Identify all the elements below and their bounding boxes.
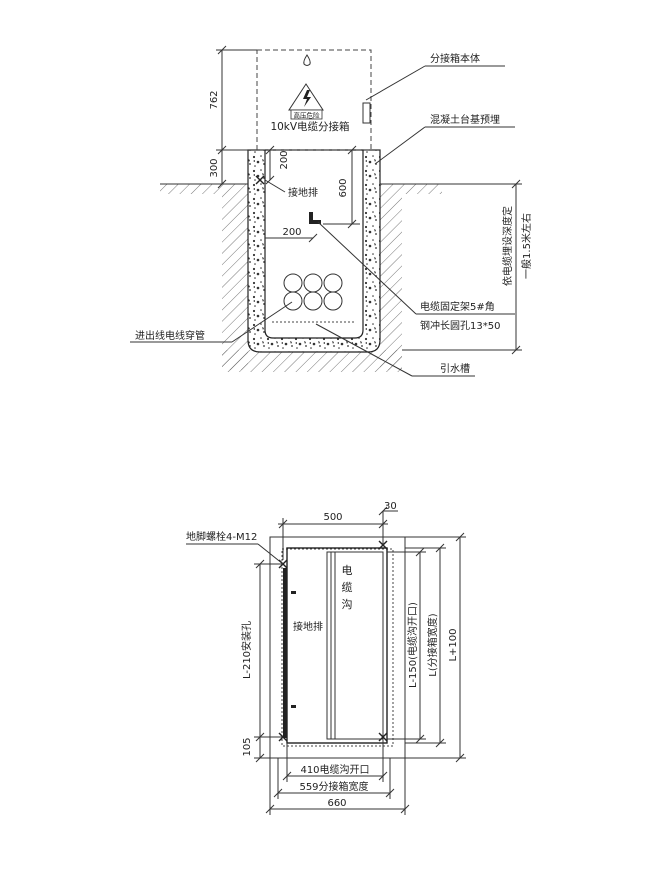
trench-char-3: 沟 [342, 598, 353, 611]
leader-drain [315, 323, 475, 377]
dim-660: 660 [265, 758, 410, 815]
plan-ground-bar [283, 568, 287, 738]
dim-200-vertical-label: 200 [279, 150, 290, 169]
dim-l-plus-100-label: L+100 [448, 628, 459, 661]
dim-410-label: 410电缆沟开口 [300, 763, 369, 776]
dim-box-depth: L(分接箱宽度) [405, 543, 446, 748]
dim-trench-opening-vertical: L-150(电缆沟开口) [387, 547, 426, 744]
dim-l-plus-100: L+100 [405, 532, 466, 763]
dim-30-label: 30 [384, 501, 397, 512]
box-body-label: 分接箱本体 [430, 52, 480, 65]
dim-500: 500 [278, 512, 388, 560]
dim-410: 410电缆沟开口 [282, 739, 388, 782]
depth-dimension [402, 179, 522, 355]
depth-note-line-1: 依电缆埋设深度定 [501, 206, 514, 286]
section-view: 高压危险 10kV电缆分接箱 接地排 [130, 45, 533, 377]
dim-500-label: 500 [323, 512, 342, 523]
trench-char-2: 缆 [342, 581, 353, 594]
dim-install-holes: L-210安装孔 [240, 559, 283, 742]
plan-ground-bar-label: 接地排 [293, 620, 323, 633]
angle-bracket-icon [309, 212, 321, 224]
dim-200-horizontal-label: 200 [282, 227, 301, 238]
fixing-bracket-label: 电缆固定架5#角 [420, 300, 495, 313]
dim-30: 30 [378, 501, 398, 518]
depth-note-line-2: 一般1.5米左右 [520, 213, 533, 279]
leader-concrete-base [374, 126, 515, 165]
dim-trench-opening-vertical-label: L-150(电缆沟开口) [406, 602, 419, 688]
soil-hatching [160, 183, 442, 372]
conduit-group [283, 273, 343, 311]
dim-660-label: 660 [327, 798, 346, 809]
plan-view: 电 缆 沟 接地排 地脚螺栓4-M12 500 30 [186, 501, 466, 815]
punch-hole-label: 钢冲长圆孔13*50 [420, 319, 500, 332]
anchor-bolt-label: 地脚螺栓4-M12 [186, 530, 257, 543]
leader-box-body [365, 65, 505, 101]
dim-600: 600 [323, 145, 360, 229]
ground-bar-label: 接地排 [288, 186, 318, 199]
dim-200-vertical: 200 [265, 145, 290, 185]
leader-fixing-bracket [317, 221, 515, 315]
indicator-mark-icon [303, 54, 311, 66]
drain-label: 引水槽 [440, 362, 470, 375]
dim-105: 105 [242, 736, 283, 763]
dim-300: 300 [209, 149, 248, 189]
dim-install-holes-label: L-210安装孔 [240, 621, 253, 679]
dim-600-label: 600 [338, 178, 349, 197]
box-title: 10kV电缆分接箱 [270, 120, 349, 133]
leader-conduit [130, 301, 293, 343]
dim-200-horizontal: 200 [265, 227, 318, 243]
leader-anchor-bolt [186, 543, 284, 565]
dim-559: 559分接箱宽度 [273, 758, 395, 799]
concrete-base-label: 混凝土台基预埋 [430, 113, 500, 126]
dim-762-label: 762 [209, 90, 220, 109]
dim-559-label: 559分接箱宽度 [299, 780, 368, 793]
box-body-outline [256, 49, 372, 151]
warning-sign: 高压危险 [288, 83, 324, 120]
conduit-label: 进出线电线穿管 [135, 329, 205, 342]
dim-105-label: 105 [242, 737, 253, 756]
dim-762: 762 [209, 45, 257, 155]
trench-char-1: 电 [342, 564, 353, 577]
anchor-bolts [278, 540, 388, 742]
dim-box-depth-label: L(分接箱宽度) [426, 613, 439, 676]
dim-300-label: 300 [209, 158, 220, 177]
warning-sign-text: 高压危险 [294, 111, 321, 120]
